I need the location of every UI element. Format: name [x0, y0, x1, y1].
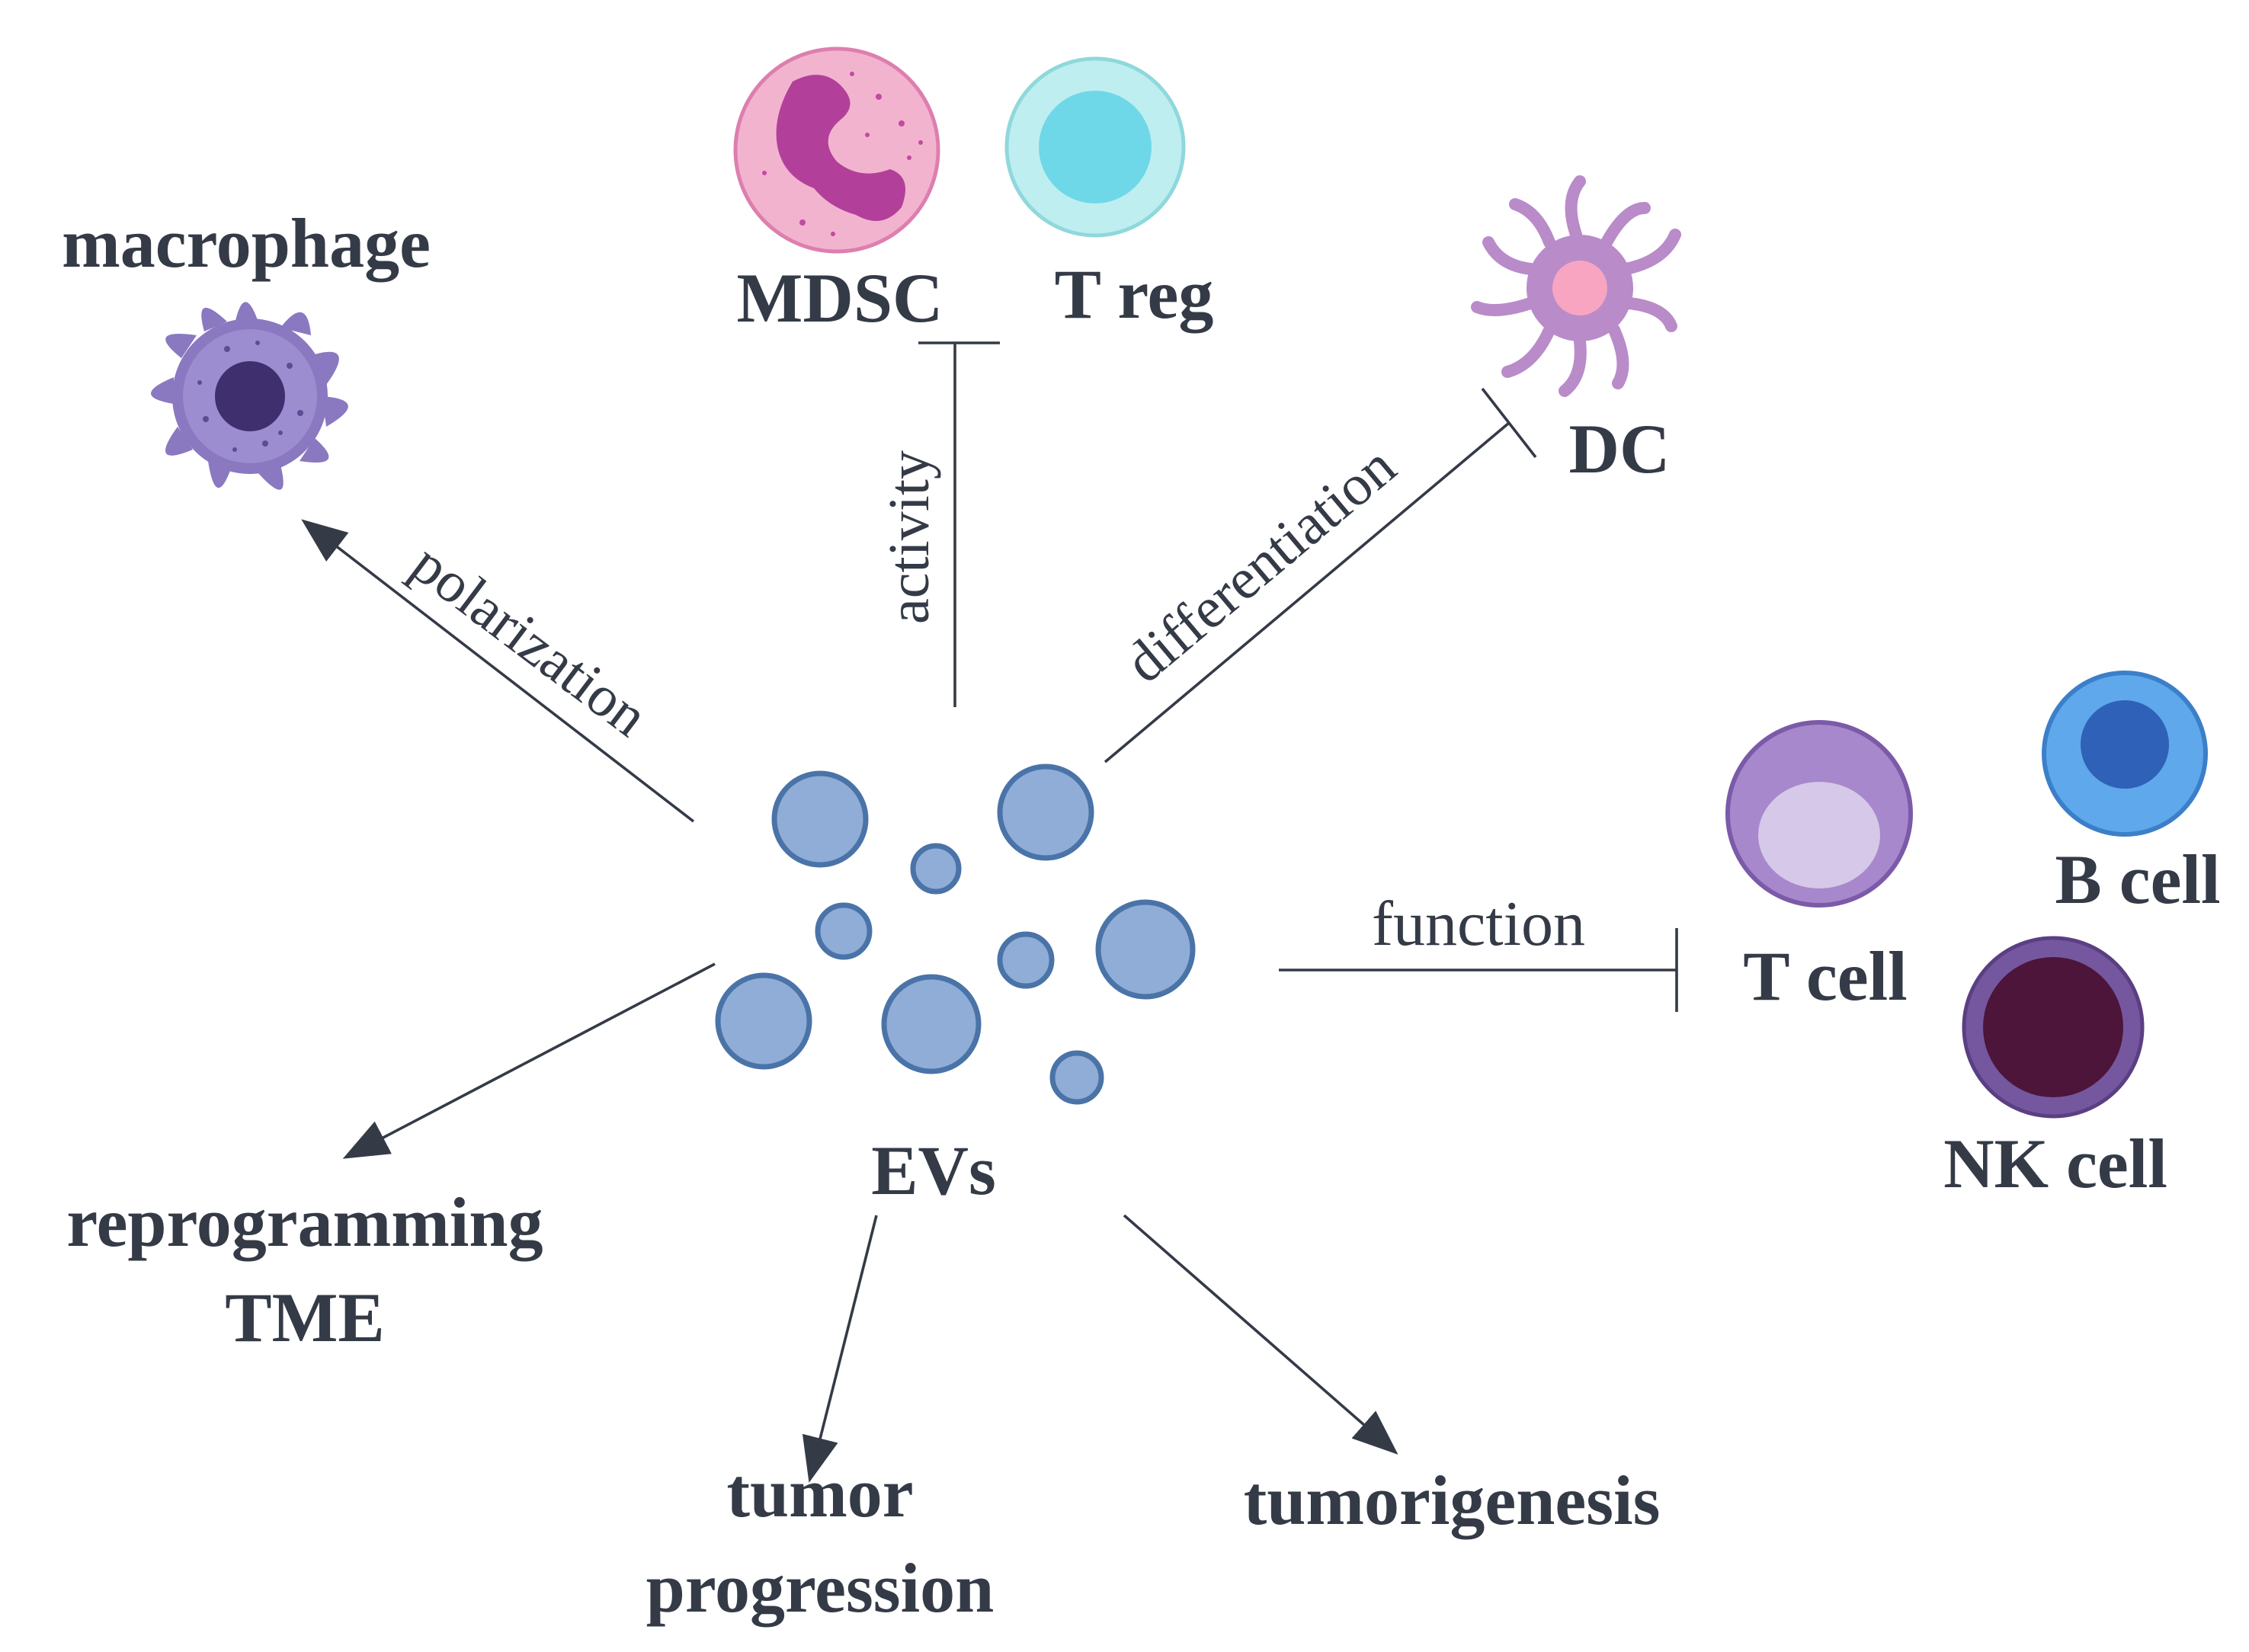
- ev-vesicle: [771, 770, 869, 868]
- polarization-label: polarization: [400, 531, 659, 749]
- nk-cell: [1962, 936, 2145, 1119]
- t-cell: [1725, 720, 1913, 908]
- treg-label: T reg: [1055, 255, 1214, 333]
- tumorigenesis-arrow: [1123, 1214, 1398, 1455]
- macrophage-label: macrophage: [62, 204, 431, 282]
- ev-vesicle: [881, 974, 982, 1074]
- nk-cell-label: NK cell: [1943, 1125, 2167, 1202]
- ev-vesicle: [715, 972, 812, 1070]
- b-cell-label: B cell: [2055, 840, 2220, 918]
- t-cell-label: T cell: [1743, 937, 1908, 1015]
- b-cell: [2042, 671, 2208, 837]
- tumorigenesis-label: tumorigenesis: [1244, 1462, 1661, 1539]
- ev-vesicle: [997, 764, 1094, 861]
- dc-label: DC: [1569, 410, 1671, 488]
- tumor-progression-label-line1: tumor: [726, 1454, 913, 1532]
- ev-vesicle: [997, 931, 1055, 989]
- ev-vesicle: [1095, 899, 1196, 1000]
- evs-label: EVs: [871, 1132, 996, 1209]
- polarization-arrow: [301, 519, 695, 823]
- mdsc-cell: [733, 46, 940, 254]
- macrophage-cell: [151, 302, 348, 490]
- mdsc-label: MDSC: [737, 259, 943, 337]
- differentiation-inhibition-bar: [1481, 387, 1537, 459]
- reprogramming-label-line2: TME: [225, 1279, 385, 1356]
- reprogramming-arrow: [342, 962, 716, 1159]
- differentiation-label: differentiation: [1113, 434, 1408, 695]
- reprogramming-label-line1: reprogramming: [66, 1183, 543, 1261]
- ev-vesicle: [910, 843, 962, 895]
- ev-vesicle: [815, 902, 873, 960]
- dc-cell: [1471, 175, 1681, 397]
- tumor-progression-arrow: [802, 1215, 878, 1483]
- function-label: function: [1372, 888, 1585, 959]
- treg-cell: [1004, 56, 1186, 238]
- ev-vesicle: [1049, 1050, 1104, 1105]
- activity-label: activity: [877, 450, 941, 624]
- ev-cluster: [715, 764, 1196, 1105]
- differentiation-inhibition-line: [1104, 421, 1511, 764]
- tumor-progression-label-line2: progression: [646, 1549, 995, 1627]
